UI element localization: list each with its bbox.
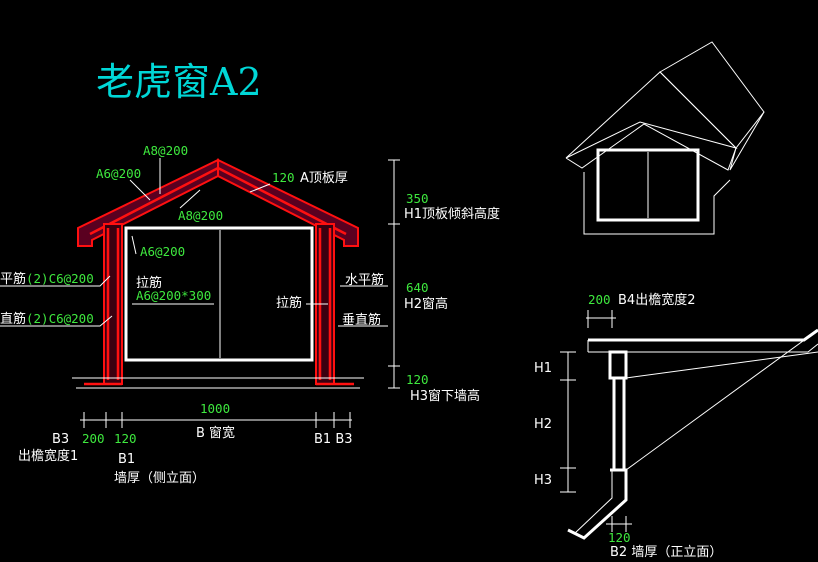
leader-vert bbox=[0, 315, 113, 327]
perspective-view bbox=[565, 41, 765, 235]
label-vert-right: 垂直筋 bbox=[342, 312, 381, 328]
label-tie-value: A6@200*300 bbox=[136, 288, 211, 303]
dim-120: 120 bbox=[114, 431, 137, 446]
label-thick-text: A顶板厚 bbox=[300, 171, 348, 186]
label-horiz-right: 水平筋 bbox=[345, 272, 384, 288]
roof-eave bbox=[565, 123, 737, 171]
roof-slope-line bbox=[625, 329, 818, 471]
window-frame bbox=[124, 226, 314, 362]
left-wall bbox=[103, 223, 123, 385]
dim-h2-value: 640 bbox=[406, 280, 429, 295]
leader-a6-inner bbox=[131, 235, 137, 255]
dim-h3-label: H3窗下墙高 bbox=[410, 388, 480, 404]
dim-b3-left: B3 bbox=[52, 432, 69, 447]
elev-top-label: B4出檐宽度2 bbox=[618, 292, 695, 308]
label-a6-left: A6@200 bbox=[96, 166, 141, 181]
dim-wall-side: 墙厚（侧立面） bbox=[114, 471, 205, 486]
drawing-title: 老虎窗A2 bbox=[96, 60, 262, 104]
label-horiz-value: (2)C6@200 bbox=[26, 271, 94, 286]
leader-a8-inner bbox=[179, 189, 201, 209]
elev-top-value: 200 bbox=[588, 292, 611, 307]
wall-outline bbox=[583, 172, 731, 235]
label-horiz-prefix: 平筋 bbox=[0, 271, 26, 287]
elev-h3: H3 bbox=[534, 473, 552, 488]
lintel bbox=[608, 350, 628, 380]
roof-bottom-line bbox=[588, 343, 818, 353]
dim-200: 200 bbox=[82, 431, 105, 446]
sill-inner bbox=[573, 470, 613, 535]
label-vert-value: (2)C6@200 bbox=[26, 311, 94, 326]
dim-h2-label: H2窗高 bbox=[404, 296, 448, 312]
dim-h3-value: 120 bbox=[406, 372, 429, 387]
label-tie-right: 拉筋 bbox=[276, 295, 302, 311]
leader-thick bbox=[249, 183, 271, 193]
elev-bottom-value: 120 bbox=[608, 530, 631, 545]
sill-bottom bbox=[567, 468, 628, 540]
label-a8-top: A8@200 bbox=[143, 143, 188, 158]
elev-h2: H2 bbox=[534, 417, 552, 432]
label-vert-prefix: 直筋 bbox=[0, 311, 26, 327]
dim-b1-b3-right: B1 B3 bbox=[314, 432, 353, 447]
leader-horiz bbox=[0, 275, 111, 287]
elev-h1: H1 bbox=[534, 361, 552, 376]
label-thick-value: 120 bbox=[272, 170, 295, 185]
dim-eave-width: 出檐宽度1 bbox=[18, 448, 78, 464]
dim-b1-left: B1 bbox=[118, 452, 135, 467]
dim-width-value: 1000 bbox=[200, 401, 230, 416]
label-a6-inner: A6@200 bbox=[140, 244, 185, 259]
elev-bottom-label: B2 墙厚（正立面） bbox=[610, 545, 722, 560]
roof-edge bbox=[729, 111, 765, 171]
inner-slope-line bbox=[625, 351, 818, 379]
section-view: A8@200 A6@200 A8@200 A6@200 120 A顶板厚 平筋 … bbox=[0, 143, 500, 486]
dim-width-label: B 窗宽 bbox=[196, 425, 235, 441]
label-tie-left: 拉筋 bbox=[136, 275, 162, 291]
dim-h1-value: 350 bbox=[406, 191, 429, 206]
roof-top-line bbox=[588, 328, 818, 342]
dim-h1-label: H1顶板倾斜高度 bbox=[404, 206, 500, 222]
elevation-view: H1 H2 H3 200 B4出檐宽度2 120 B2 墙厚（正立面） bbox=[534, 292, 818, 560]
roof-rebar bbox=[89, 166, 347, 236]
roof-left-face bbox=[565, 71, 738, 159]
leader-a6-left bbox=[129, 179, 151, 201]
label-a8-inner: A8@200 bbox=[178, 208, 223, 223]
perspective-window bbox=[596, 148, 700, 222]
